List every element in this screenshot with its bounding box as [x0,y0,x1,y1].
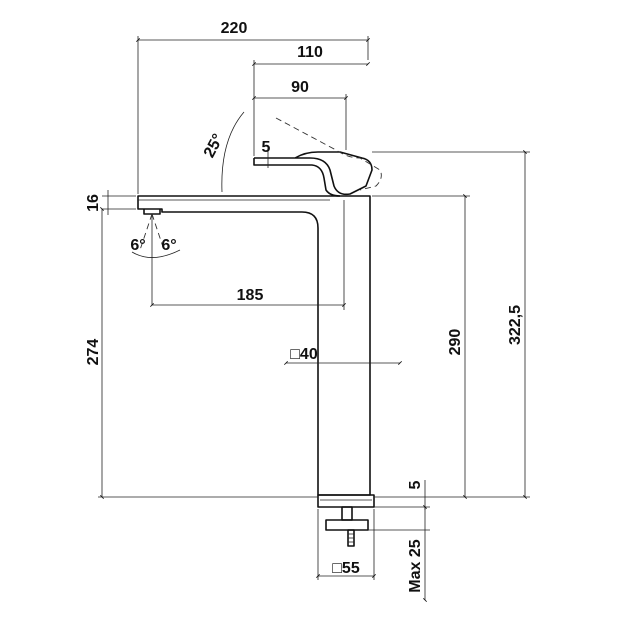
lever-rotation-arc [221,111,245,193]
dim-body-size: □40 [290,346,318,363]
dimension-lines [98,36,530,602]
lever-grip [253,158,341,197]
dim-overall-reach: 220 [221,20,248,37]
lever-rotated-ghost [275,117,382,191]
fixing-nut [341,506,353,521]
faucet-outline [137,111,430,547]
dim-total-height: 322,5 [507,305,524,345]
lever-handle [254,151,373,196]
fixing-washer [325,519,369,531]
base-plate [317,494,375,508]
spray-cone [131,213,181,305]
dim-handle-angle: 25° [201,131,227,160]
dim-spout-thickness: 16 [85,194,102,212]
dim-body-height: 290 [447,329,464,356]
dim-spray-angle-left: 6° [130,237,145,254]
dim-outlet-height: 274 [85,339,102,366]
dim-spray-angle-right: 6° [161,237,176,254]
dim-max-deck-thickness: Max 25 [407,539,424,592]
dim-base-size: □55 [332,560,360,577]
spray-angle-arc [131,249,181,258]
dim-lever-reach: 90 [291,79,309,96]
dim-base-thickness: 5 [407,480,424,489]
dim-handle-reach: 110 [297,44,323,61]
dim-lever-thickness: 5 [262,139,271,156]
dim-spout-reach: 185 [237,287,264,304]
